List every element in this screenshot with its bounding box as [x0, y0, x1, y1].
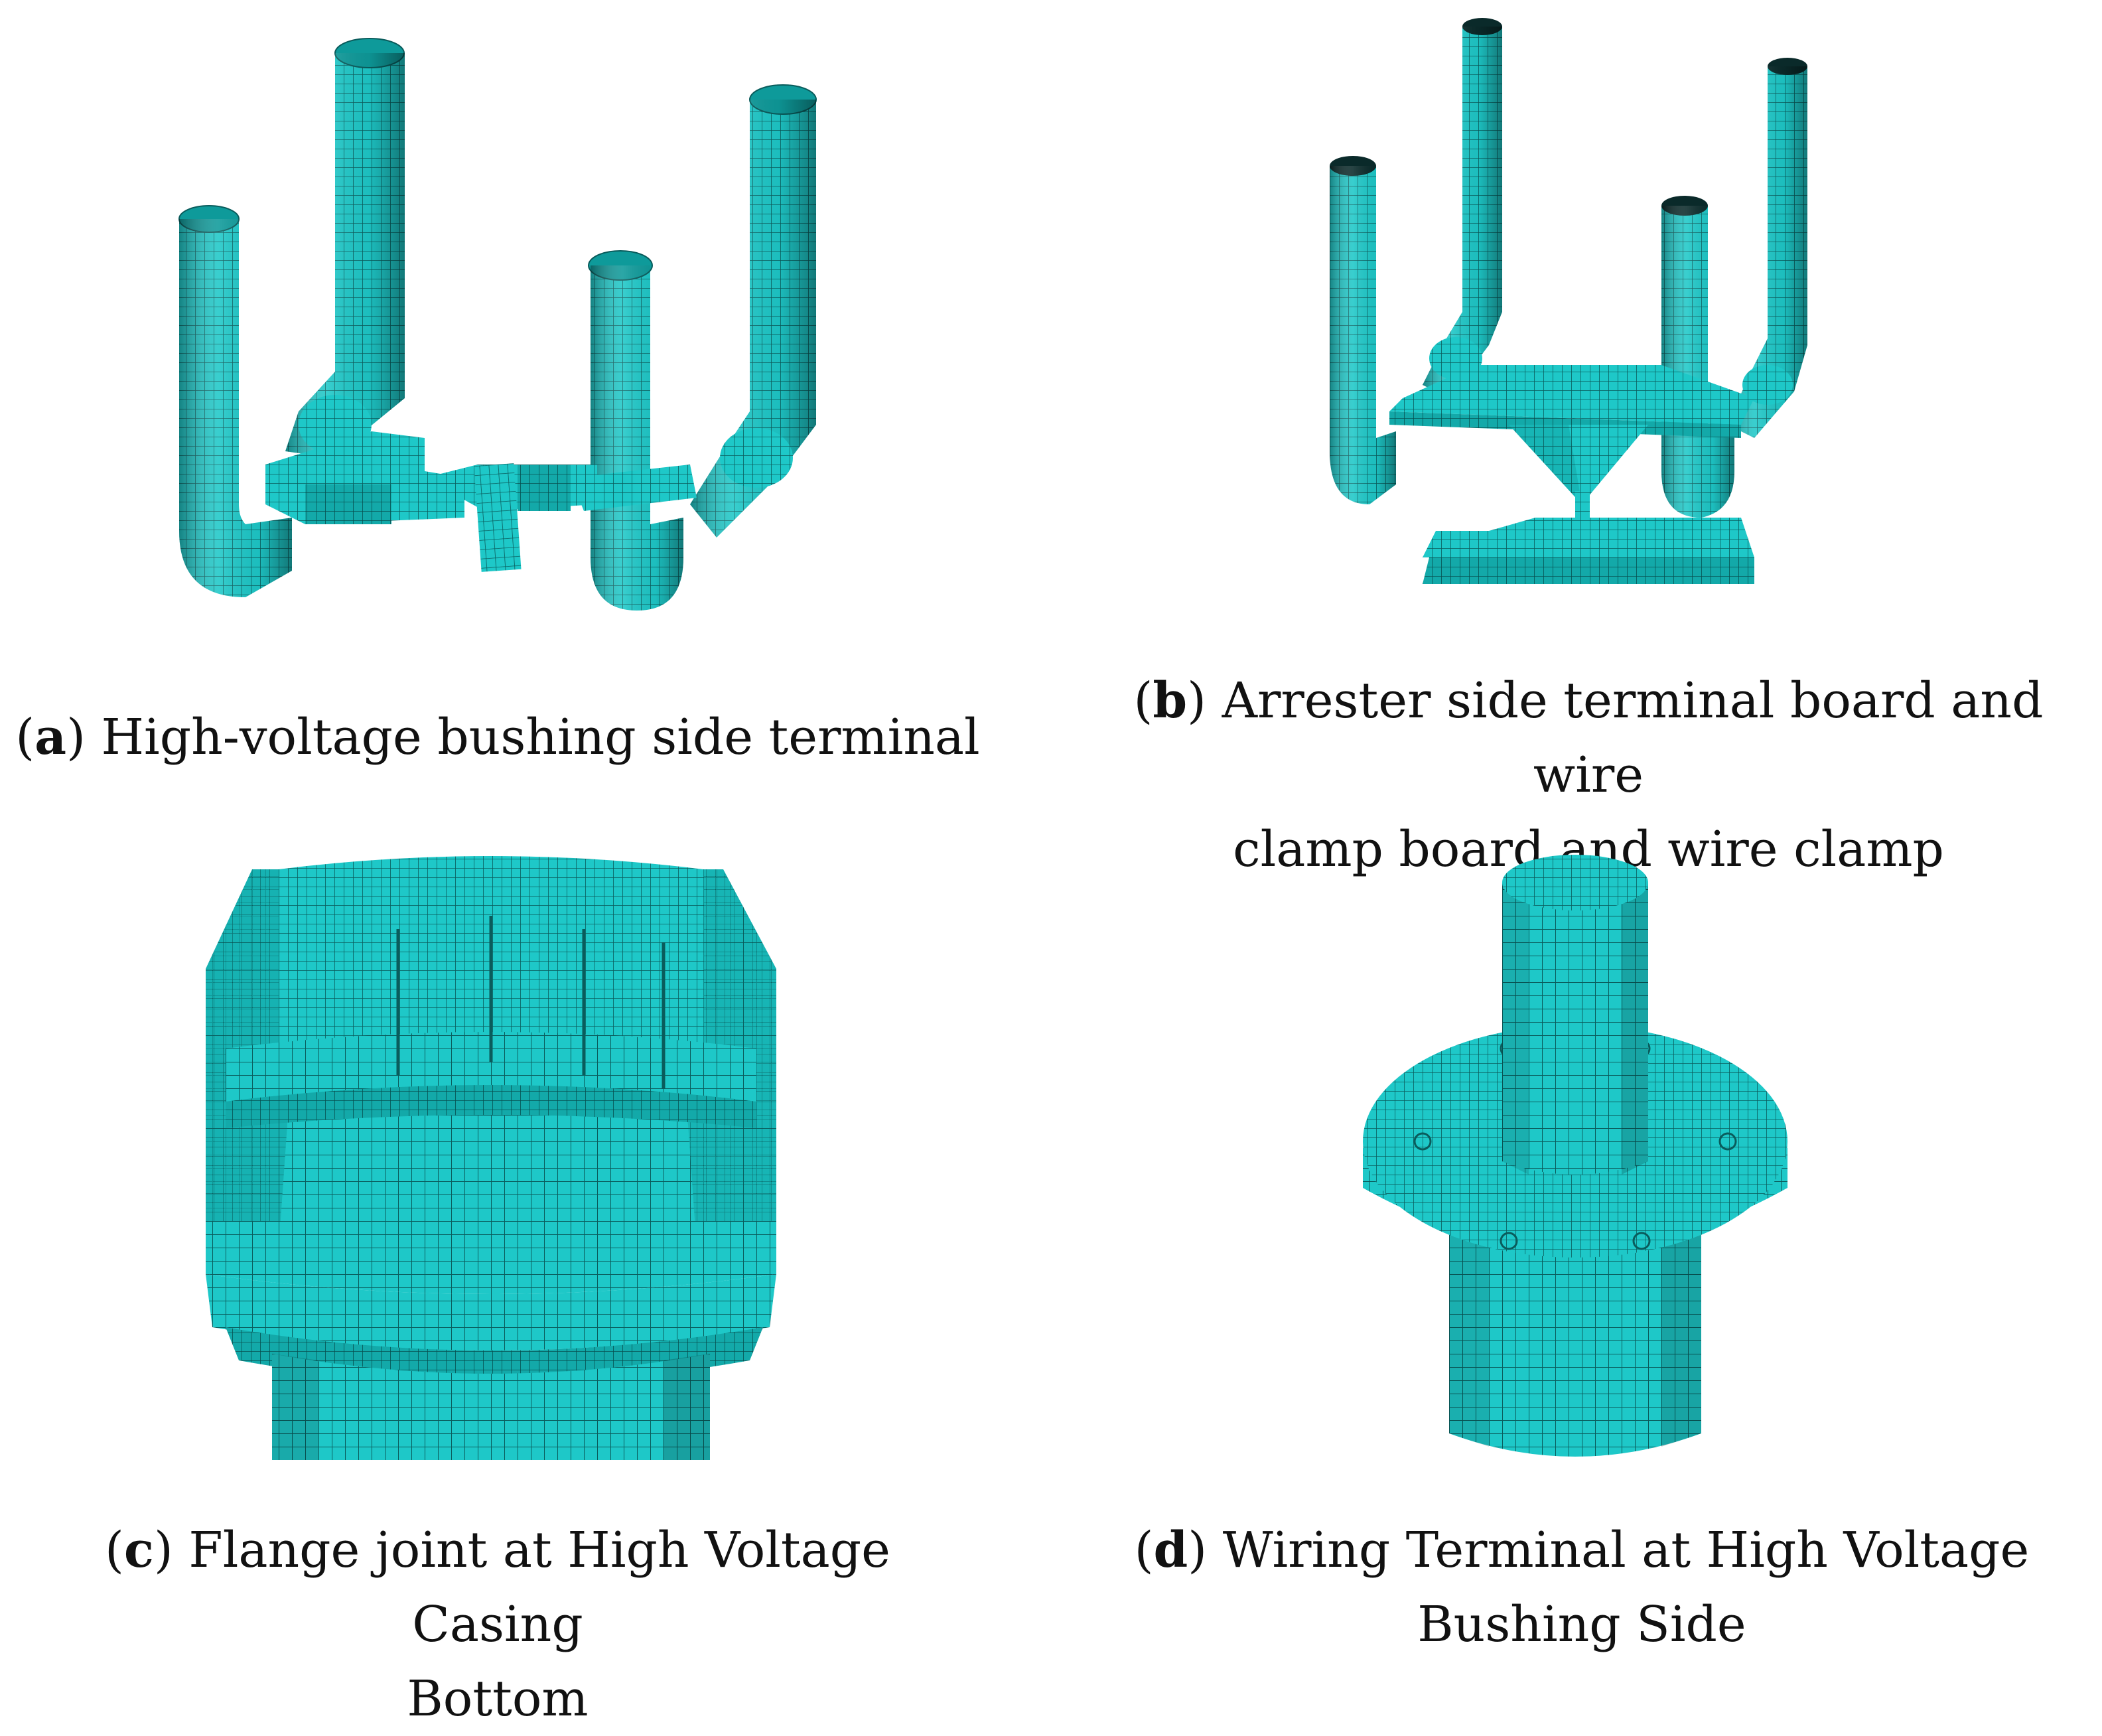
tube-left-outer: [1330, 156, 1396, 504]
arrester-terminal-mesh-model: [1330, 18, 1807, 584]
flange-ribs: [396, 916, 666, 1088]
tube-right-outer: [1728, 58, 1807, 438]
caption-d: (d) Wiring Terminal at High Voltage Bush…: [1134, 1522, 2030, 1653]
wire-clamp: [1423, 425, 1754, 584]
panel-c: (c) Flange joint at High Voltage Casing …: [0, 849, 1051, 1727]
flange-lower-ring: [206, 1221, 776, 1384]
flange-joint-mesh-model: [206, 856, 776, 1460]
flange-upper-ring: [226, 1032, 756, 1128]
tube-right-inner: [1661, 196, 1734, 518]
panel-d: (d) Wiring Terminal at High Voltage Bush…: [1051, 849, 2102, 1699]
wiring-terminal-mesh-model: [1363, 855, 1787, 1457]
terminal-upper-post: [1502, 855, 1648, 1175]
terminal-lower-cylinder: [1449, 1194, 1701, 1457]
tube-left-inner: [285, 38, 405, 458]
tube-right-outer: [690, 84, 817, 538]
tube-left-outer: [178, 205, 292, 597]
terminal-board: [265, 431, 697, 572]
caption-a: (a) High-voltage bushing side terminal: [15, 709, 980, 766]
caption-c: (c) Flange joint at High Voltage Casing …: [105, 1522, 890, 1727]
panel-a: (a) High-voltage bushing side terminal: [0, 0, 1051, 766]
tube-right-inner: [588, 250, 683, 611]
tube-left-inner: [1423, 18, 1502, 398]
casing-lower: [272, 1354, 710, 1460]
panel-b: (b) Arrester side terminal board and wir…: [1051, 0, 2102, 878]
bushing-terminal-mesh-model: [178, 38, 817, 611]
